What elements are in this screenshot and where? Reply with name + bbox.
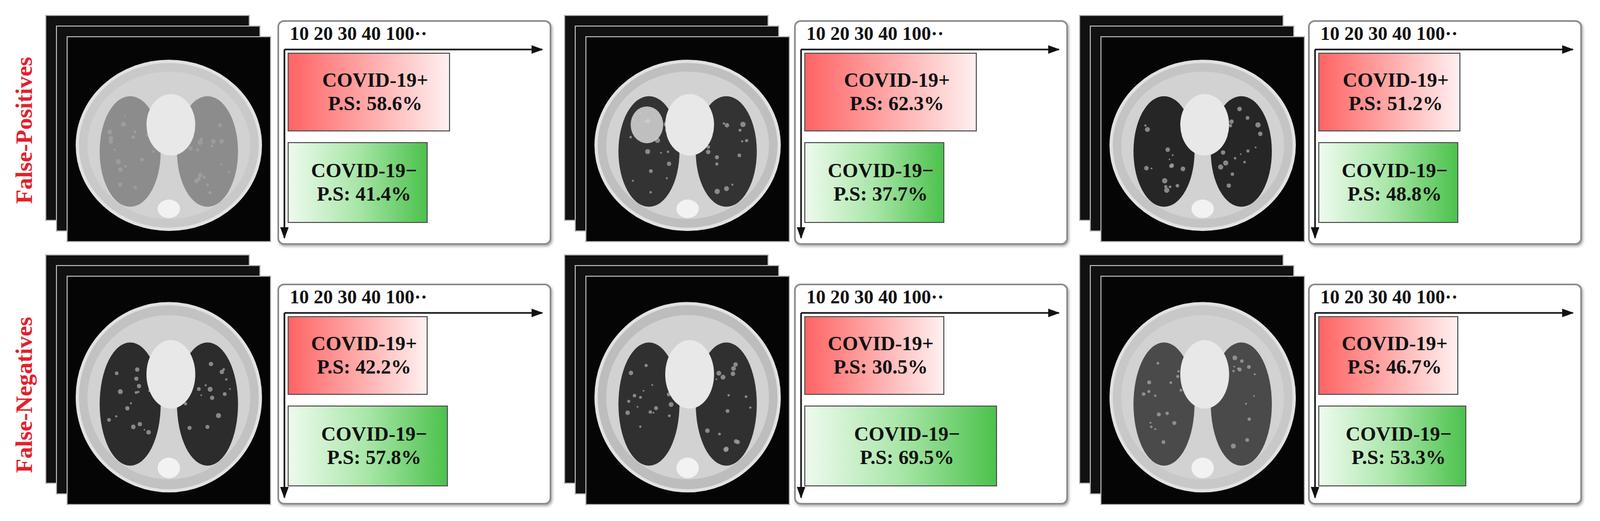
chart-panel: 10 20 30 40 100··COVID-19+P.S: 51.2%COVI… (1308, 20, 1582, 246)
ct-slice-frame (585, 276, 790, 505)
ct-scan-stack (1079, 255, 1305, 505)
prediction-score: P.S: 46.7% (1347, 355, 1442, 380)
class-label: COVID-19+ (311, 332, 418, 356)
axis-ticks: 10 20 30 40 100·· (1320, 286, 1458, 309)
prediction-score: P.S: 42.2% (316, 355, 412, 380)
negative-score-bar: COVID-19−P.S: 48.8% (1318, 142, 1459, 224)
ct-slice (77, 303, 261, 492)
class-label: COVID-19− (1345, 422, 1452, 447)
axis-ticks: 10 20 30 40 100·· (806, 22, 944, 45)
ct-slice (596, 303, 780, 492)
prediction-score: P.S: 53.3% (1351, 446, 1446, 470)
negative-score-bar: COVID-19−P.S: 57.8% (287, 405, 448, 487)
row-label: False-Negatives (11, 316, 38, 473)
positive-score-bar: COVID-19+P.S: 46.7% (1318, 316, 1459, 396)
axis-ticks: 10 20 30 40 100·· (806, 286, 944, 309)
ct-slice (1111, 61, 1295, 230)
ct-slice (596, 61, 780, 230)
prediction-score: P.S: 37.7% (833, 182, 928, 207)
prediction-score: P.S: 30.5% (833, 355, 928, 380)
ct-slice-frame (1100, 276, 1305, 505)
ct-scan-stack (45, 255, 271, 505)
ct-slice-frame (67, 36, 271, 242)
negative-score-bar: COVID-19−P.S: 53.3% (1318, 405, 1467, 487)
ct-slice-frame (67, 276, 271, 505)
negative-score-bar: COVID-19−P.S: 69.5% (804, 405, 998, 487)
chart-panel: 10 20 30 40 100··COVID-19+P.S: 58.6%COVI… (277, 20, 552, 246)
class-label: COVID-19− (321, 422, 428, 447)
positive-score-bar: COVID-19+P.S: 30.5% (804, 316, 945, 396)
class-label: COVID-19+ (844, 68, 951, 93)
class-label: COVID-19− (311, 159, 418, 183)
ct-slice (77, 61, 261, 230)
negative-score-bar: COVID-19−P.S: 41.4% (287, 142, 428, 224)
axis-ticks: 10 20 30 40 100·· (289, 286, 428, 309)
chart-panel: 10 20 30 40 100··COVID-19+P.S: 30.5%COVI… (794, 283, 1068, 505)
axis-ticks: 10 20 30 40 100·· (1320, 22, 1458, 45)
positive-score-bar: COVID-19+P.S: 51.2% (1318, 52, 1461, 132)
ct-scan-stack (1079, 15, 1305, 242)
class-label: COVID-19− (1341, 159, 1448, 183)
ct-slice (1111, 303, 1295, 492)
prediction-score: P.S: 57.8% (327, 446, 422, 470)
prediction-score: P.S: 62.3% (849, 92, 944, 116)
prediction-score: P.S: 41.4% (316, 182, 412, 207)
prediction-score: P.S: 69.5% (859, 446, 954, 470)
prediction-score: P.S: 51.2% (1348, 92, 1443, 116)
chart-panel: 10 20 30 40 100··COVID-19+P.S: 62.3%COVI… (794, 20, 1068, 246)
ct-scan-stack (564, 15, 790, 242)
positive-score-bar: COVID-19+P.S: 42.2% (287, 316, 428, 396)
class-label: COVID-19− (854, 422, 961, 447)
row-label: False-Positives (11, 56, 38, 204)
ct-scan-stack (564, 255, 790, 505)
class-label: COVID-19+ (322, 68, 429, 93)
negative-score-bar: COVID-19−P.S: 37.7% (804, 142, 945, 224)
chart-panel: 10 20 30 40 100··COVID-19+P.S: 42.2%COVI… (277, 283, 552, 505)
chart-panel: 10 20 30 40 100··COVID-19+P.S: 46.7%COVI… (1308, 283, 1582, 505)
positive-score-bar: COVID-19+P.S: 58.6% (287, 52, 451, 132)
ct-scan-stack (45, 15, 271, 242)
class-label: COVID-19+ (1342, 68, 1449, 93)
class-label: COVID-19− (827, 159, 934, 183)
class-label: COVID-19+ (1341, 332, 1448, 356)
positive-score-bar: COVID-19+P.S: 62.3% (804, 52, 977, 132)
ct-slice-frame (585, 36, 790, 242)
class-label: COVID-19+ (827, 332, 934, 356)
prediction-score: P.S: 48.8% (1347, 182, 1442, 207)
prediction-score: P.S: 58.6% (328, 92, 423, 116)
axis-ticks: 10 20 30 40 100·· (289, 22, 428, 45)
ct-slice-frame (1100, 36, 1305, 242)
